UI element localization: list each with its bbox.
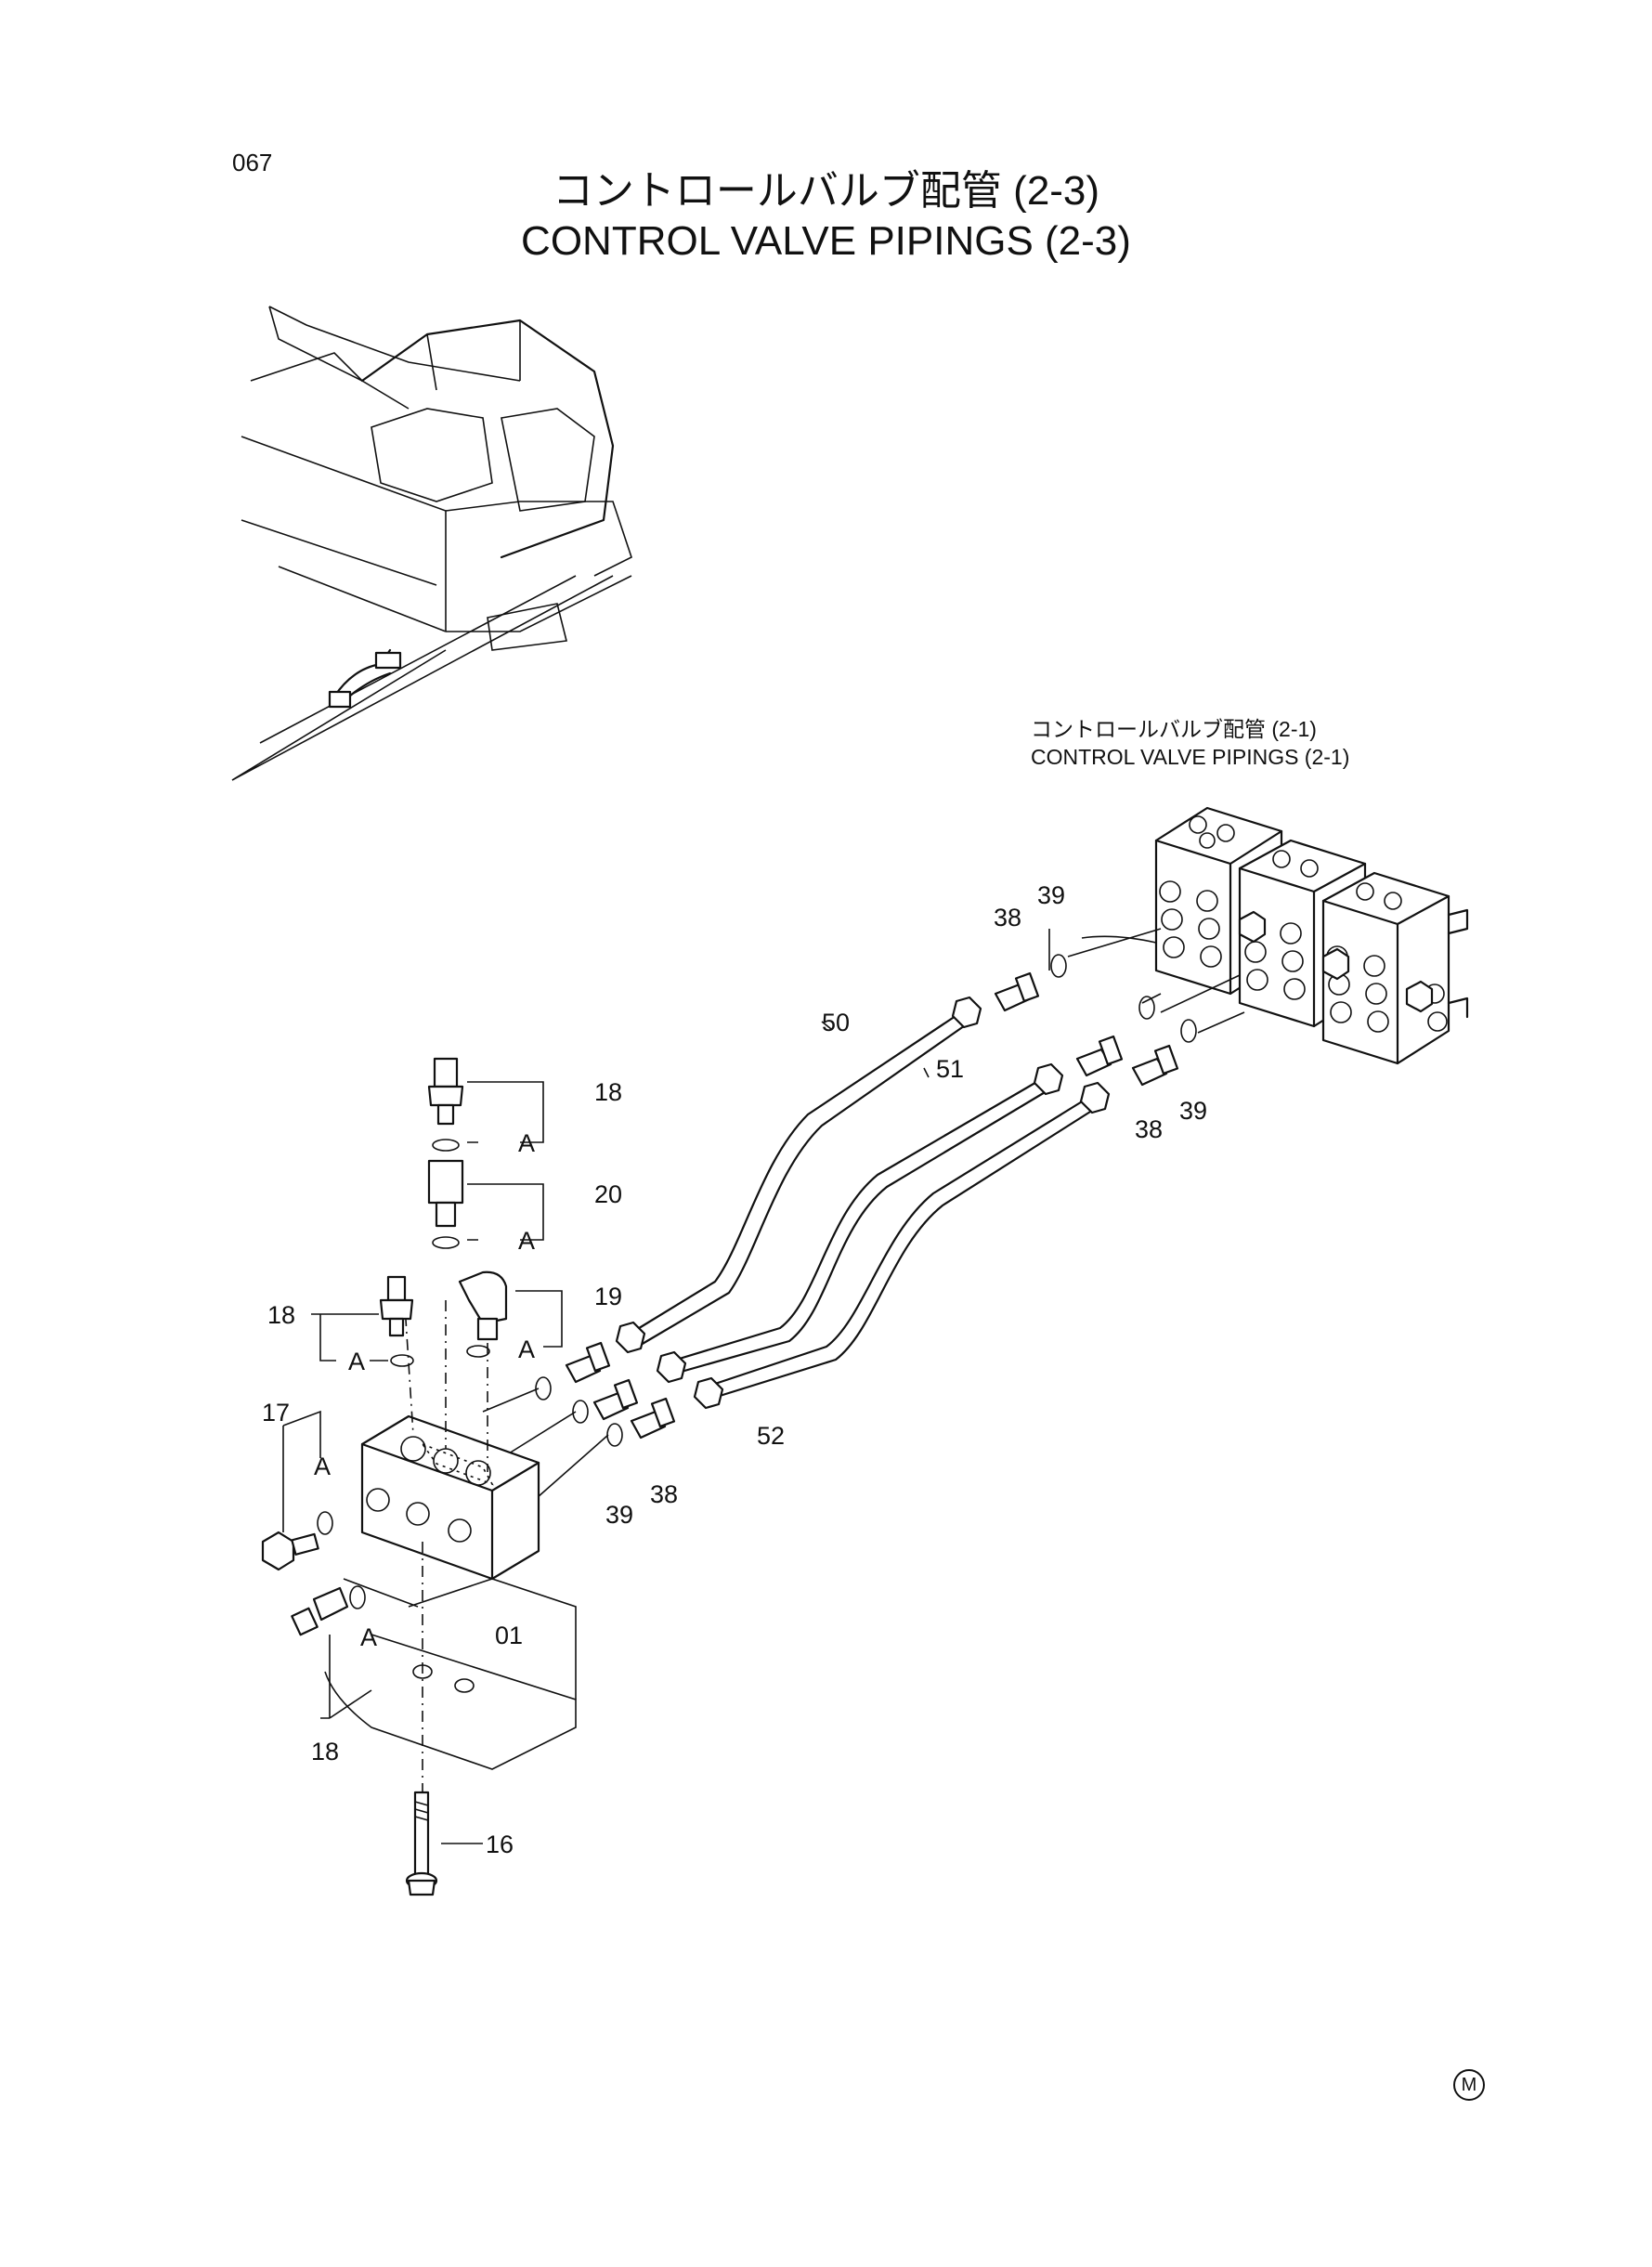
leader-lines [282,929,1050,1719]
title-japanese: コントロールバルブ配管 (2-3) [552,168,1100,214]
control-valve-bank [1154,806,1469,1065]
machine-overview-sketch [231,306,632,781]
fitting-18-left [379,1275,414,1367]
connection-guide-lines [1067,928,1245,1034]
callout-a-2: A [518,1227,535,1255]
callout-38-right: 38 [1135,1115,1163,1143]
callout-50: 50 [822,1009,850,1036]
callout-17: 17 [262,1399,290,1427]
callout-a-3: A [518,1335,535,1363]
bolt-17 [261,1511,333,1571]
page-number: 067 [232,149,273,176]
title-english: CONTROL VALVE PIPINGS (2-3) [521,218,1131,264]
callout-a-5: A [314,1453,331,1480]
callout-20: 20 [594,1180,622,1208]
corner-m-mark: M [1453,2069,1485,2101]
callout-a-4: A [348,1348,365,1375]
callout-38-top: 38 [994,904,1021,932]
callout-18-bottom: 18 [311,1738,339,1765]
callout-a-6: A [360,1623,377,1651]
callout-19: 19 [594,1283,622,1310]
pipe-50 [615,996,982,1354]
fitting-38-top [994,954,1067,1012]
callout-16: 16 [486,1831,514,1858]
pipe-51 [656,1062,1064,1384]
callout-39-top: 39 [1037,881,1065,909]
callout-38-mid: 38 [650,1480,678,1508]
mounting-bracket [324,1290,577,1876]
callout-39-mid: 39 [605,1501,633,1529]
reference-title-japanese: コントロールバルブ配管 (2-1) [1031,717,1317,741]
adapter-20 [427,1159,464,1249]
pipe-52 [693,1081,1111,1410]
callout-18-left: 18 [267,1301,295,1329]
bolt-16 [405,1791,483,1896]
manifold-block-01 [360,1414,540,1581]
callout-52: 52 [757,1422,785,1450]
reference-title-english: CONTROL VALVE PIPINGS (2-1) [1031,745,1350,769]
callout-39-right: 39 [1179,1097,1207,1125]
fitting-38-right [1075,996,1197,1087]
fitting-18-bottom [291,1585,366,1636]
callout-18-top: 18 [594,1078,622,1106]
elbow-19 [458,1270,508,1358]
fitting-18-top [427,1057,464,1152]
callout-51: 51 [936,1055,964,1083]
callout-a-1: A [518,1129,535,1157]
fitting-38-mid [482,1341,676,1505]
callout-01: 01 [495,1622,523,1649]
